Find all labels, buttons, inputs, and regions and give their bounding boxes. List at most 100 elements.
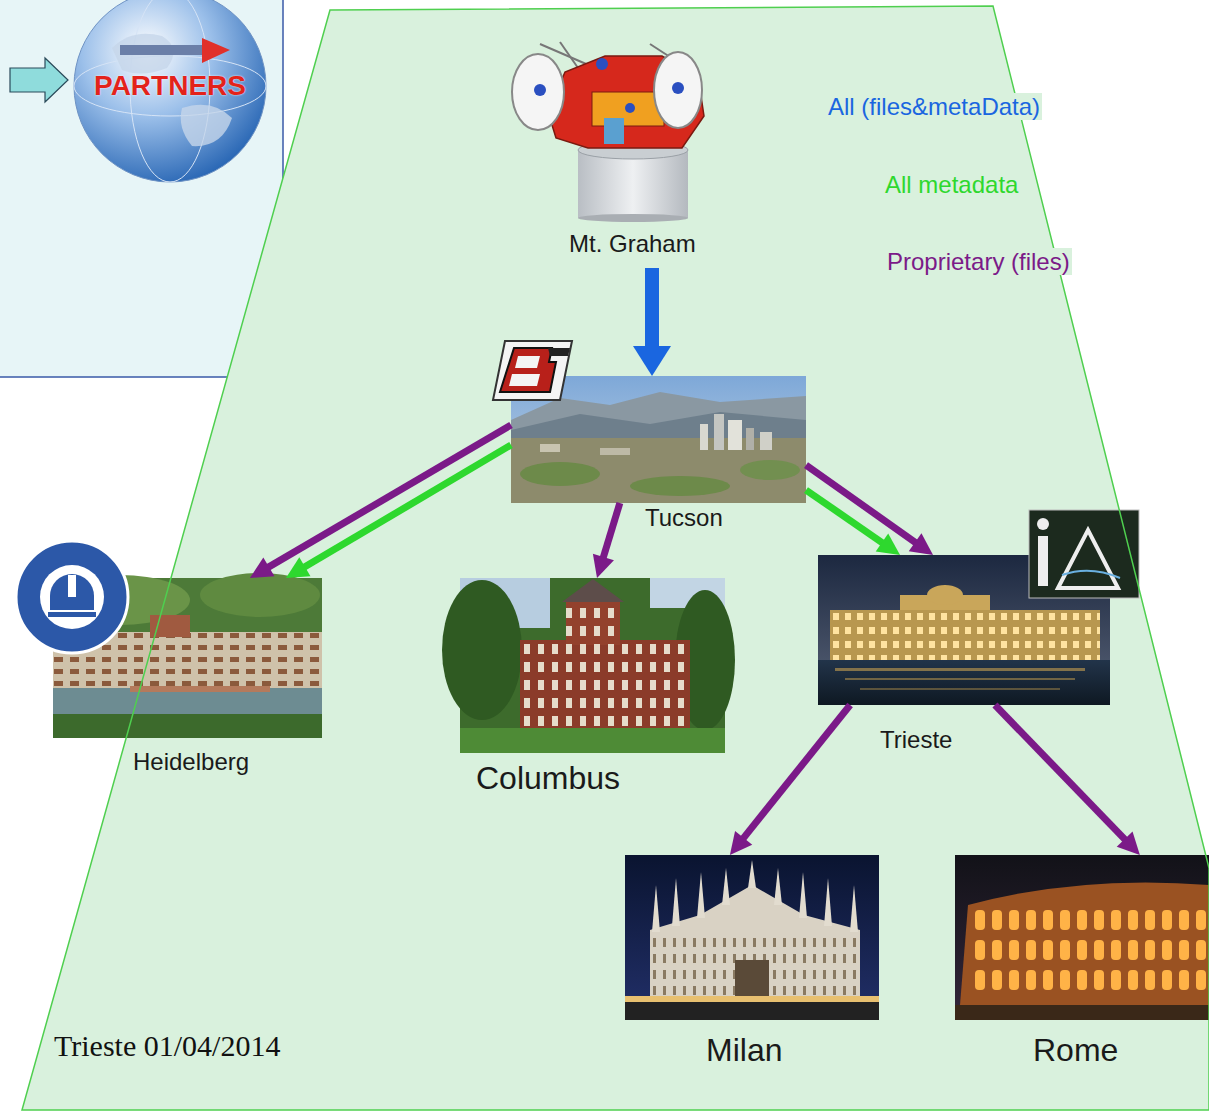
site-node: Heidelberg bbox=[53, 578, 322, 738]
milan-photo bbox=[697, 872, 705, 918]
legend-swatch: All (files&metaData) bbox=[826, 93, 1042, 120]
site-label: Heidelberg bbox=[133, 748, 249, 776]
site-node: Trieste bbox=[818, 555, 1110, 705]
mpia-logo bbox=[40, 565, 104, 629]
telescope-picture bbox=[672, 82, 684, 94]
mpia-logo bbox=[50, 574, 94, 610]
tucson-photo bbox=[740, 460, 800, 480]
milan-photo bbox=[625, 996, 879, 1002]
columbus-photo bbox=[566, 600, 620, 645]
telescope-picture bbox=[578, 214, 688, 222]
globe-shape bbox=[120, 45, 202, 55]
rome-photo bbox=[960, 883, 1209, 1006]
arrow-shaft bbox=[645, 268, 659, 347]
site-label: Rome bbox=[1033, 1032, 1118, 1069]
lbt-logo bbox=[500, 348, 556, 392]
telescope-picture bbox=[625, 103, 635, 113]
legend-item: All (files&metaData) bbox=[826, 93, 1042, 121]
mpia-logo bbox=[16, 541, 128, 653]
arrow-head bbox=[909, 533, 933, 555]
site-node: Columbus bbox=[460, 578, 725, 753]
site-label: Milan bbox=[706, 1032, 782, 1069]
columbus-photo bbox=[442, 580, 522, 720]
rome-photo bbox=[972, 905, 1209, 995]
tucson-photo bbox=[714, 414, 724, 450]
rome-photo bbox=[955, 855, 1209, 1020]
mpia-logo bbox=[68, 575, 76, 597]
lbt-logo bbox=[493, 341, 572, 400]
legend-text: All metadata bbox=[883, 171, 1020, 198]
site-label: Mt. Graham bbox=[569, 230, 696, 258]
site-node: Mt. Graham bbox=[505, 40, 715, 268]
site-node: Tucson bbox=[511, 376, 806, 503]
partners-panel bbox=[10, 58, 68, 102]
columbus-photo bbox=[520, 640, 690, 730]
globe-shape bbox=[74, 0, 266, 182]
legend-item: Proprietary (files) bbox=[885, 248, 1072, 276]
heidelberg-photo bbox=[130, 686, 270, 692]
site-label: Tucson bbox=[645, 504, 723, 532]
arrow-shaft bbox=[304, 445, 511, 567]
trieste-photo bbox=[830, 610, 1100, 660]
telescope-picture bbox=[578, 150, 688, 218]
milan-photo bbox=[774, 868, 782, 905]
telescope-picture bbox=[534, 84, 546, 96]
tucson-photo bbox=[540, 444, 560, 452]
milan-photo bbox=[650, 935, 860, 1000]
trieste-photo bbox=[927, 585, 963, 605]
mpia-logo bbox=[48, 612, 96, 617]
legend-item: All metadata bbox=[883, 171, 1020, 199]
site-node: Milan bbox=[625, 855, 879, 1020]
tucson-photo bbox=[746, 428, 754, 450]
lbt-logo bbox=[493, 341, 572, 400]
milan-photo bbox=[652, 885, 660, 932]
date-note: Trieste 01/04/2014 bbox=[54, 1029, 280, 1064]
globe-label: PARTNERS bbox=[94, 70, 246, 102]
columbus-photo bbox=[460, 728, 725, 753]
milan-photo bbox=[672, 878, 680, 926]
arrow-shaft bbox=[268, 425, 511, 567]
heidelberg-photo bbox=[200, 573, 320, 617]
milan-photo bbox=[850, 885, 858, 932]
globe-shape bbox=[202, 38, 230, 63]
tucson-photo bbox=[520, 462, 600, 486]
arrow-shaft bbox=[995, 705, 1125, 840]
ia2-logo bbox=[1062, 571, 1120, 578]
flow-arrow bbox=[730, 705, 850, 855]
arrow-head bbox=[876, 533, 900, 555]
flow-arrow bbox=[995, 705, 1140, 855]
mpia-logo bbox=[16, 541, 128, 653]
trieste-photo bbox=[818, 660, 1110, 705]
milan-photo bbox=[824, 878, 832, 926]
telescope-picture bbox=[512, 54, 564, 130]
milan-photo bbox=[735, 960, 769, 1000]
arrow-shaft bbox=[743, 705, 850, 839]
flow-arrow bbox=[250, 425, 511, 578]
milan-photo bbox=[799, 872, 807, 918]
tucson-photo bbox=[760, 432, 772, 450]
trieste-photo bbox=[835, 668, 1085, 671]
arrow-head bbox=[1117, 832, 1140, 855]
telescope-picture bbox=[654, 52, 702, 128]
milan-photo bbox=[748, 860, 756, 888]
columbus-photo bbox=[566, 600, 620, 645]
milan-photo bbox=[625, 855, 879, 1020]
flow-arrow bbox=[286, 445, 511, 578]
arrow-shaft bbox=[806, 465, 916, 543]
trieste-photo bbox=[830, 610, 1100, 660]
trieste-photo bbox=[860, 688, 1060, 690]
milan-photo bbox=[625, 1002, 879, 1020]
trieste-photo bbox=[845, 678, 1075, 680]
columbus-photo bbox=[442, 578, 735, 753]
ia2-logo bbox=[1038, 536, 1048, 586]
site-label: Columbus bbox=[476, 760, 620, 797]
flow-arrow bbox=[633, 268, 671, 376]
legend-text: Proprietary (files) bbox=[885, 248, 1072, 275]
flow-arrow bbox=[806, 465, 933, 555]
ia2-logo bbox=[1037, 518, 1049, 530]
milan-photo bbox=[625, 855, 879, 1020]
rome-photo bbox=[955, 1005, 1209, 1020]
arrow-head bbox=[593, 554, 614, 578]
legend-text: All (files&metaData) bbox=[826, 93, 1042, 120]
